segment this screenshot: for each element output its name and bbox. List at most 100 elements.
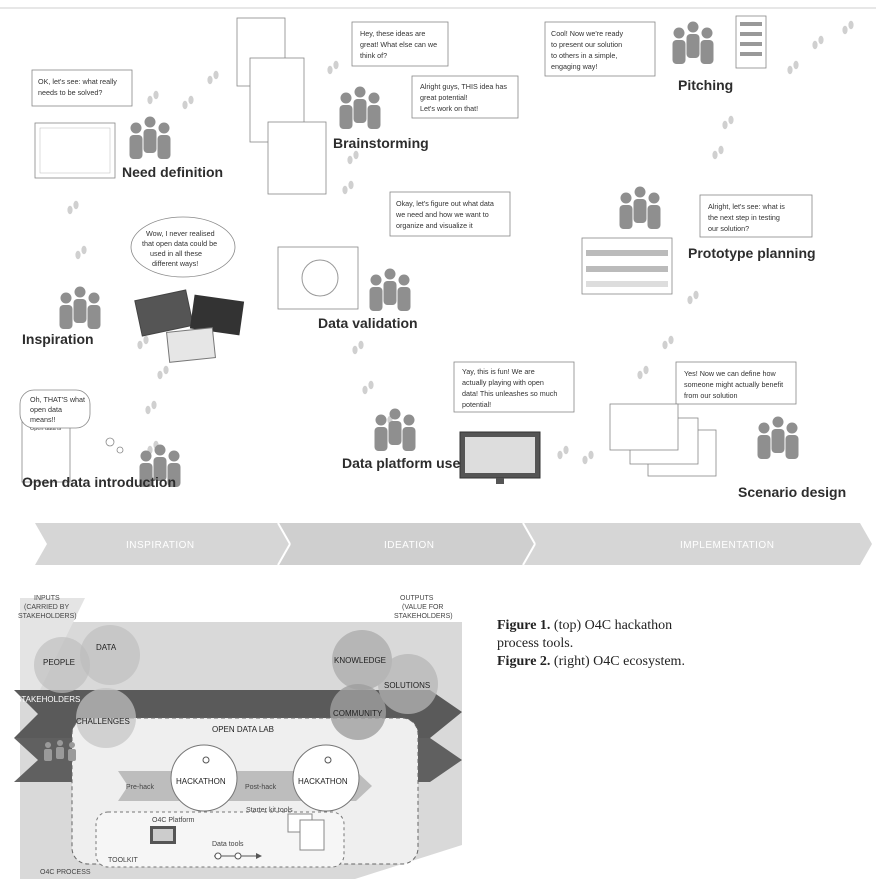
hackathon-circle: [170, 744, 238, 812]
bubble-line: different ways!: [152, 259, 198, 268]
bubble-line: great! What else can we: [360, 40, 437, 49]
stage-label: Brainstorming: [333, 135, 429, 151]
solutions-circle: [378, 654, 438, 714]
stage-data-platform-use: Yay, this is fun! We are actually playin…: [342, 361, 575, 484]
figure-1-label: Figure 1.: [497, 618, 551, 633]
o4c-platform-label: O4C Platform: [152, 817, 195, 824]
inputs-label: INPUTS: [34, 595, 60, 602]
inputs-label: STAKEHOLDERS): [18, 613, 77, 620]
phase-label: INSPIRATION: [126, 540, 195, 551]
speech-bubble-need: [31, 69, 133, 107]
bubble-line: to present our solution: [551, 40, 622, 49]
bubble-line: Yes! Now we can define how: [684, 369, 776, 378]
bubble-line: from our solution: [684, 391, 738, 400]
bubble-line: that open data could be: [142, 239, 217, 248]
starter-kit-label: Starter kit tools: [246, 807, 293, 814]
community-circle: [330, 684, 386, 740]
stage-brainstorming: Hey, these ideas are great! What else ca…: [236, 17, 519, 195]
pre-hack-label: Pre-hack: [126, 784, 155, 791]
data-validation-canvas: [277, 246, 359, 310]
bubble-line: we need and how we want to: [395, 210, 489, 219]
stage-label: Pitching: [678, 77, 733, 93]
figure-1-text: (top) O4C hackathon process tools.: [497, 618, 673, 651]
people-group-icon: [620, 187, 661, 230]
bubble-line: organize and visualize it: [396, 221, 473, 230]
knowledge-circle: [332, 630, 392, 690]
inspiration-photo: [166, 327, 216, 363]
speech-bubble-intro: [19, 389, 91, 429]
hackathon-label: HACKATHON: [176, 777, 226, 786]
phase-chevron-ideation: [278, 523, 535, 565]
inspiration-photo: [134, 289, 194, 337]
speech-bubble-platform: [453, 361, 575, 413]
bubble-line: Wow, I never realised: [146, 229, 215, 238]
o4c-process-label: O4C PROCESS: [40, 869, 91, 876]
bubble-line: used in all these: [150, 249, 202, 258]
data-circle: [80, 625, 140, 685]
post-hack-label: Post-hack: [245, 784, 277, 791]
phase-band: INSPIRATION IDEATION IMPLEMENTATION: [35, 522, 872, 566]
people-group-icon: [130, 117, 171, 160]
bubble-line: Let's work on that!: [420, 104, 478, 113]
community-label: COMMUNITY: [333, 709, 383, 718]
people-group-icon: [370, 269, 411, 312]
bubble-line: to others in a simple,: [551, 51, 617, 60]
stage-open-data-introduction: Open data is Oh, THAT'S what open data m…: [19, 389, 181, 490]
bubble-line: Oh, THAT'S what: [30, 395, 85, 404]
speech-bubble-scenario: [675, 361, 797, 405]
data-label: DATA: [96, 643, 117, 652]
phase-chevron-implementation: [523, 523, 872, 565]
figure-2-text: (right) O4C ecosystem.: [550, 654, 685, 669]
stage-scenario-design: Yes! Now we can define how someone might…: [609, 361, 846, 500]
stakeholders-label: STAKEHOLDERS: [16, 695, 80, 704]
phase-label: IMPLEMENTATION: [680, 540, 774, 551]
stage-data-validation: Okay, let's figure out what data we need…: [277, 191, 511, 331]
bubble-line: the next step in testing: [708, 213, 780, 222]
hackathon-circle: [292, 744, 360, 812]
stage-need-definition: OK, let's see: what really needs to be s…: [31, 69, 223, 180]
process-tools-diagram: Open data is Oh, THAT'S what open data m…: [0, 7, 876, 566]
bubble-line: think of?: [360, 51, 387, 60]
stage-label: Inspiration: [22, 331, 94, 347]
speech-bubble-pitching: [544, 21, 656, 77]
card-text: Open data is: [30, 426, 61, 432]
bubble-line: Cool! Now we're ready: [551, 29, 623, 38]
bubble-line: Hey, these ideas are: [360, 29, 425, 38]
people-group-icon: [60, 287, 101, 330]
stage-label: Prototype planning: [688, 245, 816, 261]
need-definition-canvas: [34, 122, 116, 179]
bubble-line: data! This unleashes so much: [462, 389, 557, 398]
bubble-line: Okay, let's figure out what data: [396, 199, 494, 208]
stakeholder-people-icon: [44, 740, 76, 761]
speech-bubble-brain2: [411, 75, 519, 119]
hackathon-label: HACKATHON: [298, 777, 348, 786]
speech-bubble-validation: [389, 191, 511, 237]
people-group-icon: [375, 409, 416, 452]
stage-label: Open data introduction: [22, 474, 176, 490]
bubble-line: actually playing with open: [462, 378, 544, 387]
bubble-line: Yay, this is fun! We are: [462, 367, 535, 376]
inputs-label: (CARRIED BY: [24, 604, 69, 611]
scenario-sheet: [609, 403, 679, 451]
phase-label: IDEATION: [384, 540, 434, 551]
bubble-line: potential!: [462, 400, 491, 409]
bubble-line: needs to be solved?: [38, 88, 102, 97]
stage-label: Scenario design: [738, 484, 846, 500]
stage-prototype-planning: Alright, let's see: what is the next ste…: [581, 187, 816, 295]
bubble-line: open data: [30, 405, 62, 414]
people-group-icon: [758, 417, 799, 460]
solutions-label: SOLUTIONS: [384, 681, 430, 690]
bubble-line: engaging way!: [551, 62, 597, 71]
people-group-icon: [340, 87, 381, 130]
open-data-card: [21, 419, 71, 483]
brainstorm-sheet: [267, 121, 327, 195]
stage-label: Need definition: [122, 164, 223, 180]
speech-bubble-brain1: [351, 21, 449, 67]
speech-bubble-prototype: [699, 194, 813, 238]
bubble-line: Alright, let's see: what is: [708, 202, 785, 211]
data-tools-label: Data tools: [212, 841, 244, 848]
stage-pitching: Cool! Now we're ready to present our sol…: [544, 15, 767, 93]
challenges-circle: [76, 688, 136, 748]
toolkit-label: TOOLKIT: [108, 857, 139, 864]
bubble-line: great potential!: [420, 93, 468, 102]
